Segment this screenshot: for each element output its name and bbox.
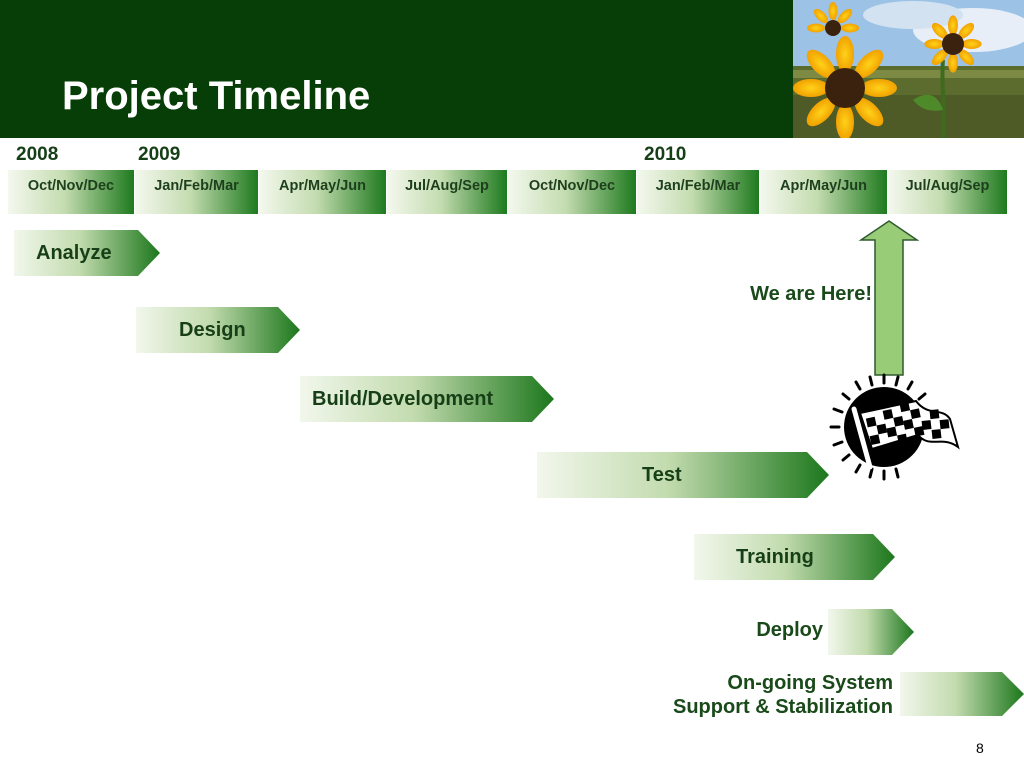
quarter-cell: Oct/Nov/Dec	[508, 170, 636, 214]
phase-support	[900, 672, 1024, 716]
support-label-line2: Support & Stabilization	[673, 696, 893, 718]
phase-build: Build/Development	[300, 376, 554, 422]
page-number: 8	[976, 740, 984, 756]
phase-arrow-shape	[136, 307, 300, 353]
year-label-2008: 2008	[16, 144, 59, 165]
phase-label-deploy: Deploy	[756, 619, 823, 641]
phase-training: Training	[694, 534, 895, 580]
quarter-cell: Apr/May/Jun	[259, 170, 386, 214]
phase-test: Test	[537, 452, 829, 498]
quarter-cell: Jan/Feb/Mar	[135, 170, 258, 214]
quarter-cell: Jul/Aug/Sep	[387, 170, 507, 214]
sunflower-photo	[793, 0, 1024, 138]
up-arrow-icon	[858, 220, 920, 376]
phase-deploy	[828, 609, 914, 655]
phase-design: Design	[136, 307, 300, 353]
slide-title: Project Timeline	[62, 74, 371, 118]
phase-arrow-shape	[828, 609, 914, 655]
phase-arrow-shape	[300, 376, 554, 422]
phase-arrow-shape	[537, 452, 829, 498]
phase-label-support: On-going System Support & Stabilization	[600, 671, 893, 719]
quarter-cell: Apr/May/Jun	[760, 170, 887, 214]
quarter-cell: Jul/Aug/Sep	[888, 170, 1007, 214]
phase-analyze: Analyze	[14, 230, 160, 276]
phase-arrow-shape	[900, 672, 1024, 716]
phase-label: Design	[179, 319, 246, 341]
phase-label: Test	[642, 464, 682, 486]
phase-label: Analyze	[36, 242, 112, 264]
checkered-flag-icon	[829, 373, 960, 481]
year-label-2010: 2010	[644, 144, 687, 165]
phase-arrow-shape	[694, 534, 895, 580]
year-label-2009: 2009	[138, 144, 181, 165]
phase-label: Training	[736, 546, 814, 568]
we-are-here-label: We are Here!	[750, 283, 872, 305]
support-label-line1: On-going System	[727, 672, 893, 694]
phase-label: Build/Development	[312, 388, 494, 410]
quarter-cell: Jan/Feb/Mar	[637, 170, 759, 214]
quarter-cell: Oct/Nov/Dec	[8, 170, 134, 214]
phase-arrow-shape	[14, 230, 160, 276]
